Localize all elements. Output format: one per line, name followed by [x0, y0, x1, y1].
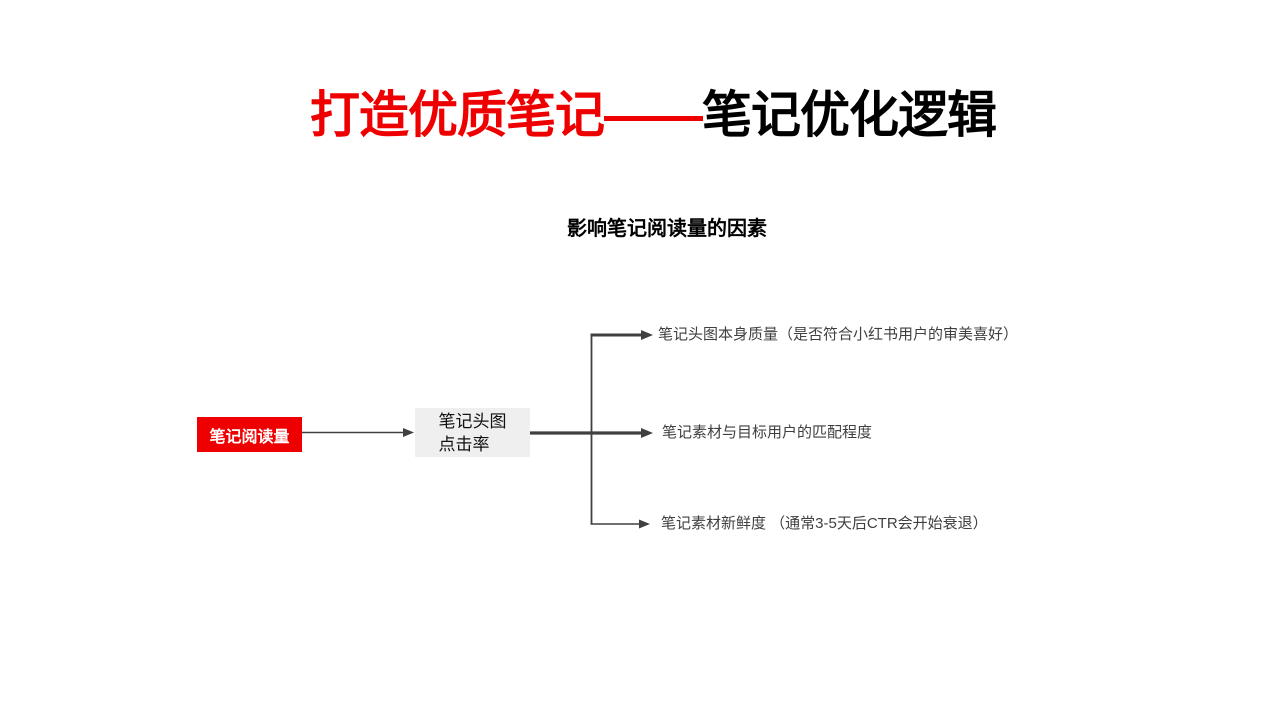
branch-label-cover-quality: 笔记头图本身质量（是否符合小红书用户的审美喜好）	[658, 326, 1019, 343]
branch-label-material-match: 笔记素材与目标用户的匹配程度	[662, 424, 873, 441]
arrow-branch-3-head	[639, 519, 650, 529]
node-cover-ctr-line2: 点击率	[438, 434, 490, 454]
slide-title-red-segment: 打造优质笔记——	[310, 87, 703, 143]
node-cover-ctr-line1: 笔记头图	[438, 411, 507, 431]
slide-title-black-segment: 笔记优化逻辑	[702, 87, 997, 143]
arrow-root-to-mid-head	[403, 428, 414, 437]
node-cover-ctr-text: 笔记头图 点击率	[439, 410, 507, 456]
arrow-branch-2-head	[641, 428, 653, 438]
branch-label-material-freshness: 笔记素材新鲜度 （通常3-5天后CTR会开始衰退）	[661, 515, 988, 532]
node-note-read-volume: 笔记阅读量	[197, 417, 302, 452]
diagram-title: 影响笔记阅读量的因素	[567, 218, 767, 240]
slide-title: 打造优质笔记——笔记优化逻辑	[310, 87, 997, 143]
node-cover-ctr: 笔记头图 点击率	[415, 408, 530, 457]
arrow-branch-1-head	[641, 330, 653, 340]
